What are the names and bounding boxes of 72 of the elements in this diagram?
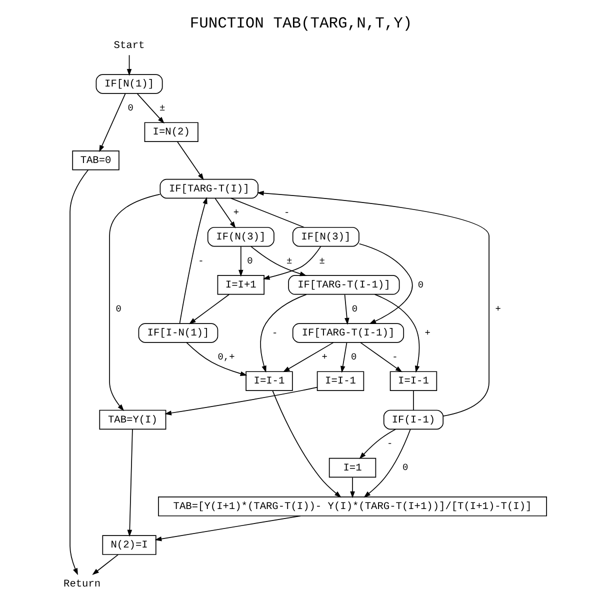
arrow bbox=[109, 194, 160, 412]
arrow bbox=[186, 342, 248, 376]
arrow bbox=[70, 169, 89, 576]
edge-label: ± bbox=[159, 102, 166, 114]
arrow bbox=[176, 141, 204, 180]
arrow bbox=[179, 197, 208, 324]
node-text: Return bbox=[64, 578, 101, 590]
arrow bbox=[92, 554, 119, 575]
edge-label: 0 bbox=[402, 462, 408, 474]
arrow bbox=[358, 243, 413, 324]
arrow bbox=[282, 342, 334, 372]
node-box: I=I-1 bbox=[316, 371, 364, 391]
edge-label: - bbox=[392, 351, 398, 362]
edge-label: ± bbox=[286, 255, 292, 266]
node-box: IF[N(1)] bbox=[96, 74, 163, 94]
edge-label: 0 bbox=[352, 303, 358, 314]
edge-label: 0 bbox=[350, 351, 357, 362]
edge-label: ± bbox=[319, 255, 325, 266]
diagram-title: FUNCTION TAB(TARG,N,T,Y) bbox=[190, 14, 412, 33]
node-box: I=I-1 bbox=[390, 371, 438, 391]
arrow bbox=[340, 342, 348, 373]
node-box: IF(I-1) bbox=[383, 410, 444, 430]
arrow bbox=[214, 198, 236, 228]
node-box: IF[I-N(1)] bbox=[138, 323, 218, 343]
node-box: I=1 bbox=[328, 458, 376, 478]
edge-label: - bbox=[387, 438, 393, 450]
edge-label: 0 bbox=[418, 279, 424, 290]
connector bbox=[413, 390, 414, 411]
node-text: Start bbox=[114, 40, 145, 52]
node-box: TAB=Y(I) bbox=[99, 410, 166, 430]
node-box: N(2)=I bbox=[102, 535, 156, 555]
node-box: TAB=[Y(I+1)*(TARG-T(I))- Y(I)*(TARG-T(I+1))]/[T(I+1)-T(I)] bbox=[158, 496, 547, 516]
arrow bbox=[154, 515, 301, 542]
node-box: IF[TARG-T(I-1)] bbox=[288, 275, 400, 295]
arrow bbox=[99, 93, 126, 152]
arrow bbox=[126, 54, 132, 76]
edge-label: 0 bbox=[247, 255, 253, 266]
node-box: TAB=0 bbox=[72, 150, 120, 170]
arrow bbox=[250, 246, 307, 276]
edge-label: + bbox=[495, 303, 501, 314]
edge-label: + bbox=[322, 351, 328, 362]
edge-label: - bbox=[198, 255, 204, 266]
node-box: IF[N(3)] bbox=[292, 226, 360, 247]
edge-label: 0 bbox=[128, 102, 134, 114]
arrow bbox=[164, 386, 318, 416]
node-box: IF[TARG-T(I-1)] bbox=[292, 323, 404, 343]
node-box: IF(N(3)] bbox=[207, 226, 274, 247]
arrow bbox=[260, 294, 307, 373]
arrow bbox=[374, 294, 420, 373]
arrow bbox=[256, 190, 490, 417]
edge-label: + bbox=[233, 207, 240, 218]
arrow bbox=[359, 428, 396, 460]
arrow bbox=[127, 429, 133, 537]
node-box: IF[TARG-T(I)] bbox=[160, 178, 258, 199]
arrow bbox=[360, 342, 402, 372]
edge-label: - bbox=[272, 327, 278, 338]
node-box: I=N(2) bbox=[144, 122, 198, 142]
arrow bbox=[350, 477, 355, 498]
arrow bbox=[238, 246, 244, 277]
arrow bbox=[136, 93, 164, 124]
arrow bbox=[262, 246, 322, 280]
arrow bbox=[344, 294, 350, 325]
connector bbox=[230, 198, 304, 228]
edge-label: 0 bbox=[116, 303, 122, 314]
arrow bbox=[364, 428, 411, 498]
arrow bbox=[188, 294, 230, 324]
node-box: I=I-1 bbox=[246, 371, 293, 391]
node-box: I=I+1 bbox=[217, 275, 264, 295]
edge-label: 0,+ bbox=[218, 351, 235, 362]
arrow bbox=[272, 390, 342, 498]
edge-label: - bbox=[284, 207, 290, 218]
edge-label: + bbox=[424, 327, 430, 338]
